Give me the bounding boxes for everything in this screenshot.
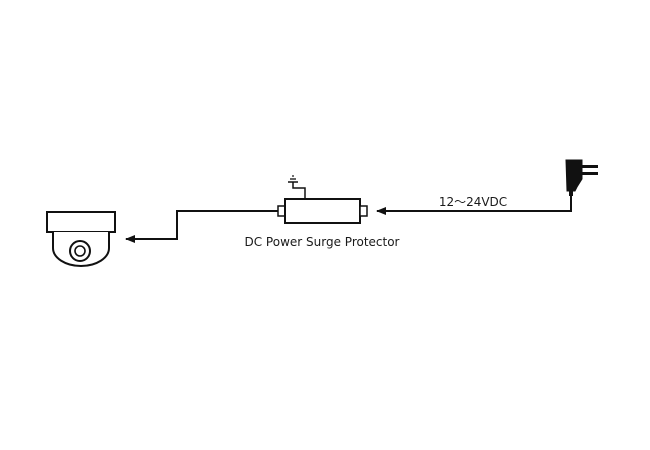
power-adapter-icon: [565, 159, 598, 196]
surge-protector-icon: [277, 198, 368, 224]
dome-camera-icon: [46, 211, 116, 267]
cable-to-camera: [125, 210, 278, 243]
cable-to-protector: [376, 195, 572, 215]
protector-label: DC Power Surge Protector: [245, 235, 400, 249]
ground-symbol-icon: [288, 175, 306, 199]
voltage-label: 12～24VDC: [439, 195, 507, 209]
